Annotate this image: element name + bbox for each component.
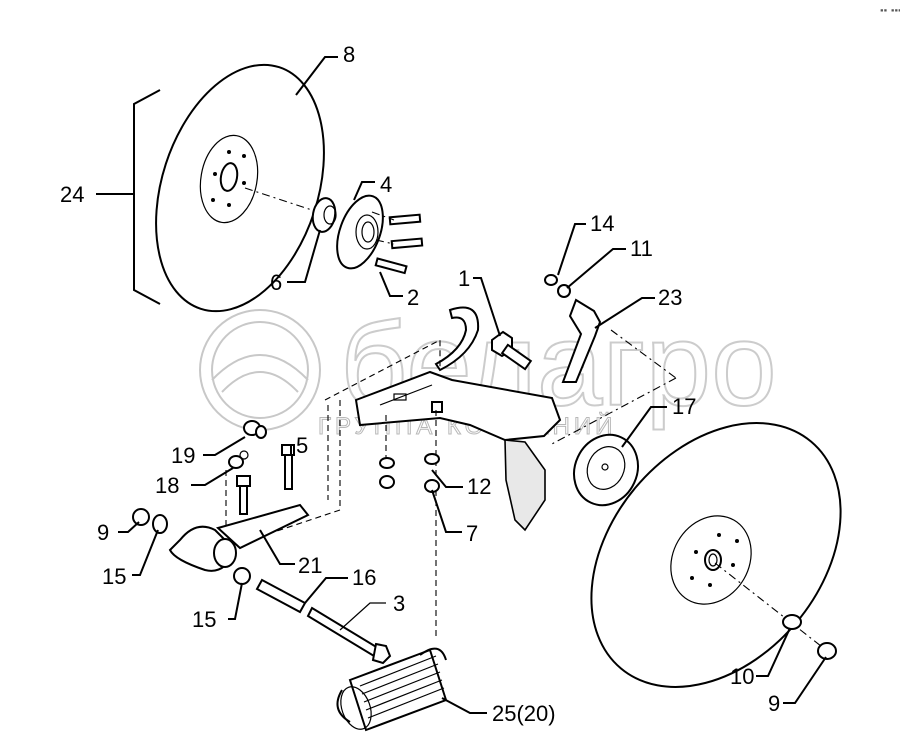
callout-2: 2: [407, 285, 419, 310]
callout-10: 10: [730, 664, 754, 689]
nut-9-right: [817, 642, 837, 660]
bushing-15-lower: [233, 567, 251, 585]
hub-flange: [336, 194, 384, 270]
callout-8: 8: [343, 42, 355, 67]
sleeve-16: [255, 578, 307, 614]
callout-5: 5: [296, 433, 308, 458]
washer-10: [782, 614, 802, 630]
washer-12: [424, 453, 440, 465]
arm: [168, 503, 310, 572]
callout-3: 3: [393, 591, 405, 616]
grease-cap-19: [243, 420, 267, 439]
hub-cap-17: [573, 433, 639, 507]
callout-9-left: 9: [97, 520, 109, 545]
callout-4: 4: [380, 172, 392, 197]
callout-15-left: 15: [102, 564, 126, 589]
callouts: 24 8 4 6 2 14 11 1 23 17 19 18 5 12 7 9 …: [60, 42, 780, 726]
grease-nipple-18: [228, 450, 249, 469]
callout-17: 17: [672, 394, 696, 419]
callout-23: 23: [658, 285, 682, 310]
callout-19: 19: [171, 443, 195, 468]
bushing-15-left: [152, 514, 168, 534]
bolt-5: [281, 444, 295, 490]
callout-1: 1: [458, 266, 470, 291]
callout-16: 16: [352, 565, 376, 590]
scraper: [561, 298, 602, 383]
long-bolt-3: [306, 606, 392, 665]
nut-9-left: [132, 508, 150, 526]
nut-left: [379, 475, 395, 489]
group-bracket: [133, 89, 161, 305]
callout-21: 21: [298, 553, 322, 578]
callout-6: 6: [270, 270, 282, 295]
washer-14: [544, 274, 558, 286]
bearing: [311, 197, 337, 233]
mounting-bracket: [354, 370, 562, 532]
bolt-arm: [236, 475, 251, 515]
bolt-1: [491, 330, 533, 371]
left-disc: [155, 63, 325, 313]
callout-24: 24: [60, 182, 84, 207]
tension-spring: [336, 647, 448, 732]
callout-11: 11: [630, 236, 653, 261]
washer-left: [379, 457, 395, 469]
callout-18: 18: [155, 473, 179, 498]
corner-mark: ▪▪ ▪▪▪: [880, 7, 900, 14]
callout-25-20: 25(20): [492, 701, 556, 726]
callout-12: 12: [467, 474, 491, 499]
callout-14: 14: [590, 211, 614, 236]
hook: [434, 306, 480, 372]
callout-15-lower: 15: [192, 607, 216, 632]
callout-7: 7: [466, 521, 478, 546]
callout-9-right: 9: [768, 691, 780, 716]
watermark-logo-icon: [199, 309, 321, 431]
hub-bolts: [371, 211, 424, 275]
leader-lines: [118, 56, 827, 714]
